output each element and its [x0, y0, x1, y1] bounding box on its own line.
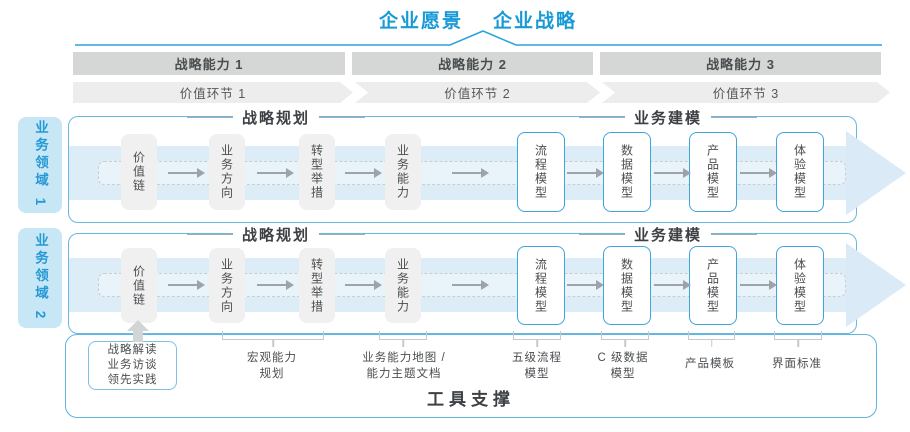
step-arrow-icon — [168, 280, 205, 289]
value-link-chevron-2: 价值环节 2 — [355, 82, 600, 103]
title-strategy: 企业战略 — [493, 11, 578, 32]
annotation-line: 模型 — [610, 367, 636, 380]
annotation-product-template: 产品模板 — [685, 358, 735, 370]
bracket-ui-standard — [774, 331, 822, 340]
box-data-model: 数据模型 — [603, 132, 651, 212]
step-arrow-icon — [168, 168, 205, 177]
bracket-data-model — [601, 331, 649, 340]
strategy-practice-box: 战略解读 业务访谈 领先实践 — [88, 341, 177, 390]
tool-support-label: 工具支撑 — [427, 390, 515, 409]
section-header-label: 业务建模 — [624, 224, 712, 245]
header-line-left — [186, 233, 233, 236]
annotation-line: 宏观能力 — [247, 352, 297, 364]
section-header-strategy-planning: 战略规划 — [186, 224, 366, 245]
header-line-left — [186, 116, 233, 119]
practice-line-2: 业务访谈 — [107, 358, 158, 371]
annotation-line: C 级数据 — [597, 352, 649, 364]
annotation-line: 规划 — [259, 367, 285, 380]
section-header-label: 战略规划 — [232, 107, 320, 128]
title-connector-line — [75, 30, 882, 46]
box-experience-model: 体验模型 — [776, 246, 824, 325]
flow-arrowhead-icon — [846, 131, 906, 215]
box-data-model: 数据模型 — [603, 246, 651, 325]
step-arrow-icon — [740, 280, 777, 289]
domain-2-process-row: 战略规划 业务建模 价值链 业务方向 转型举措 业务能力 流程模型 数据模型 产… — [68, 224, 906, 334]
flow-arrowhead-icon — [846, 243, 906, 327]
header-line-right — [319, 116, 366, 119]
box-product-model: 产品模型 — [689, 132, 737, 212]
header-line-right — [711, 116, 758, 119]
value-link-chevron-1: 价值环节 1 — [73, 82, 353, 103]
header-line-left — [578, 116, 625, 119]
annotation-ui-standard: 界面标准 — [772, 358, 822, 370]
box-process-model: 流程模型 — [517, 246, 565, 325]
page-title: 企业愿景 企业战略 — [379, 6, 577, 33]
up-arrow-stem — [133, 330, 143, 342]
step-arrow-icon — [345, 280, 382, 289]
section-header-strategy-planning: 战略规划 — [186, 107, 366, 128]
section-header-label: 业务建模 — [624, 107, 712, 128]
header-line-right — [711, 233, 758, 236]
header-line-right — [319, 233, 366, 236]
box-business-direction: 业务方向 — [209, 134, 245, 210]
header-line-left — [578, 233, 625, 236]
section-header-business-modeling: 业务建模 — [578, 224, 758, 245]
box-value-chain: 价值链 — [121, 134, 157, 210]
box-business-capability: 业务能力 — [385, 134, 421, 210]
box-product-model: 产品模型 — [689, 246, 737, 325]
strategy-capability-bar-3: 战略能力 3 — [600, 52, 881, 75]
tool-support-container: 工具支撑 — [65, 334, 877, 418]
step-arrow-icon — [740, 168, 777, 177]
step-arrow-icon — [567, 280, 604, 289]
box-transform-initiative: 转型举措 — [299, 248, 335, 323]
practice-line-1: 战略解读 — [107, 343, 158, 356]
bracket-process-model — [513, 331, 561, 340]
strategy-capability-bar-1: 战略能力 1 — [73, 52, 345, 75]
step-arrow-icon — [567, 168, 604, 177]
title-vision: 企业愿景 — [378, 11, 463, 32]
annotation-line: 业务能力地图 / — [362, 352, 446, 364]
bracket-capability-map — [379, 331, 427, 340]
box-business-direction: 业务方向 — [209, 248, 245, 323]
step-arrow-icon — [654, 168, 691, 177]
bracket-product-template — [688, 331, 735, 340]
step-arrow-icon — [345, 168, 382, 177]
section-header-business-modeling: 业务建模 — [578, 107, 758, 128]
annotation-process-model: 五级流程 模型 — [512, 351, 562, 382]
practice-line-3: 领先实践 — [107, 374, 158, 387]
annotation-data-model: C 级数据 模型 — [598, 351, 649, 382]
bracket-macro-capability — [222, 331, 324, 340]
box-transform-initiative: 转型举措 — [299, 134, 335, 210]
step-arrow-icon — [257, 168, 294, 177]
box-process-model: 流程模型 — [517, 132, 565, 212]
section-header-label: 战略规划 — [232, 224, 320, 245]
step-arrow-icon — [452, 280, 489, 289]
business-domain-label-1: 业务领域 1 — [18, 117, 62, 213]
annotation-line: 模型 — [524, 367, 550, 380]
box-value-chain: 价值链 — [121, 248, 157, 323]
annotation-macro-capability: 宏观能力 规划 — [247, 351, 297, 382]
business-domain-label-2: 业务领域 2 — [18, 228, 62, 328]
annotation-capability-map: 业务能力地图 / 能力主题文档 — [362, 351, 445, 382]
domain-1-process-row: 战略规划 业务建模 价值链 业务方向 转型举措 业务能力 流程模型 数据模型 产… — [68, 107, 906, 223]
annotation-line: 五级流程 — [512, 352, 562, 364]
value-link-chevron-3: 价值环节 3 — [602, 82, 890, 103]
step-arrow-icon — [452, 168, 489, 177]
strategy-capability-bar-2: 战略能力 2 — [352, 52, 593, 75]
up-arrow-icon — [127, 320, 149, 331]
step-arrow-icon — [257, 280, 294, 289]
annotation-line: 能力主题文档 — [366, 367, 442, 380]
step-arrow-icon — [654, 280, 691, 289]
box-business-capability: 业务能力 — [385, 248, 421, 323]
box-experience-model: 体验模型 — [776, 132, 824, 212]
